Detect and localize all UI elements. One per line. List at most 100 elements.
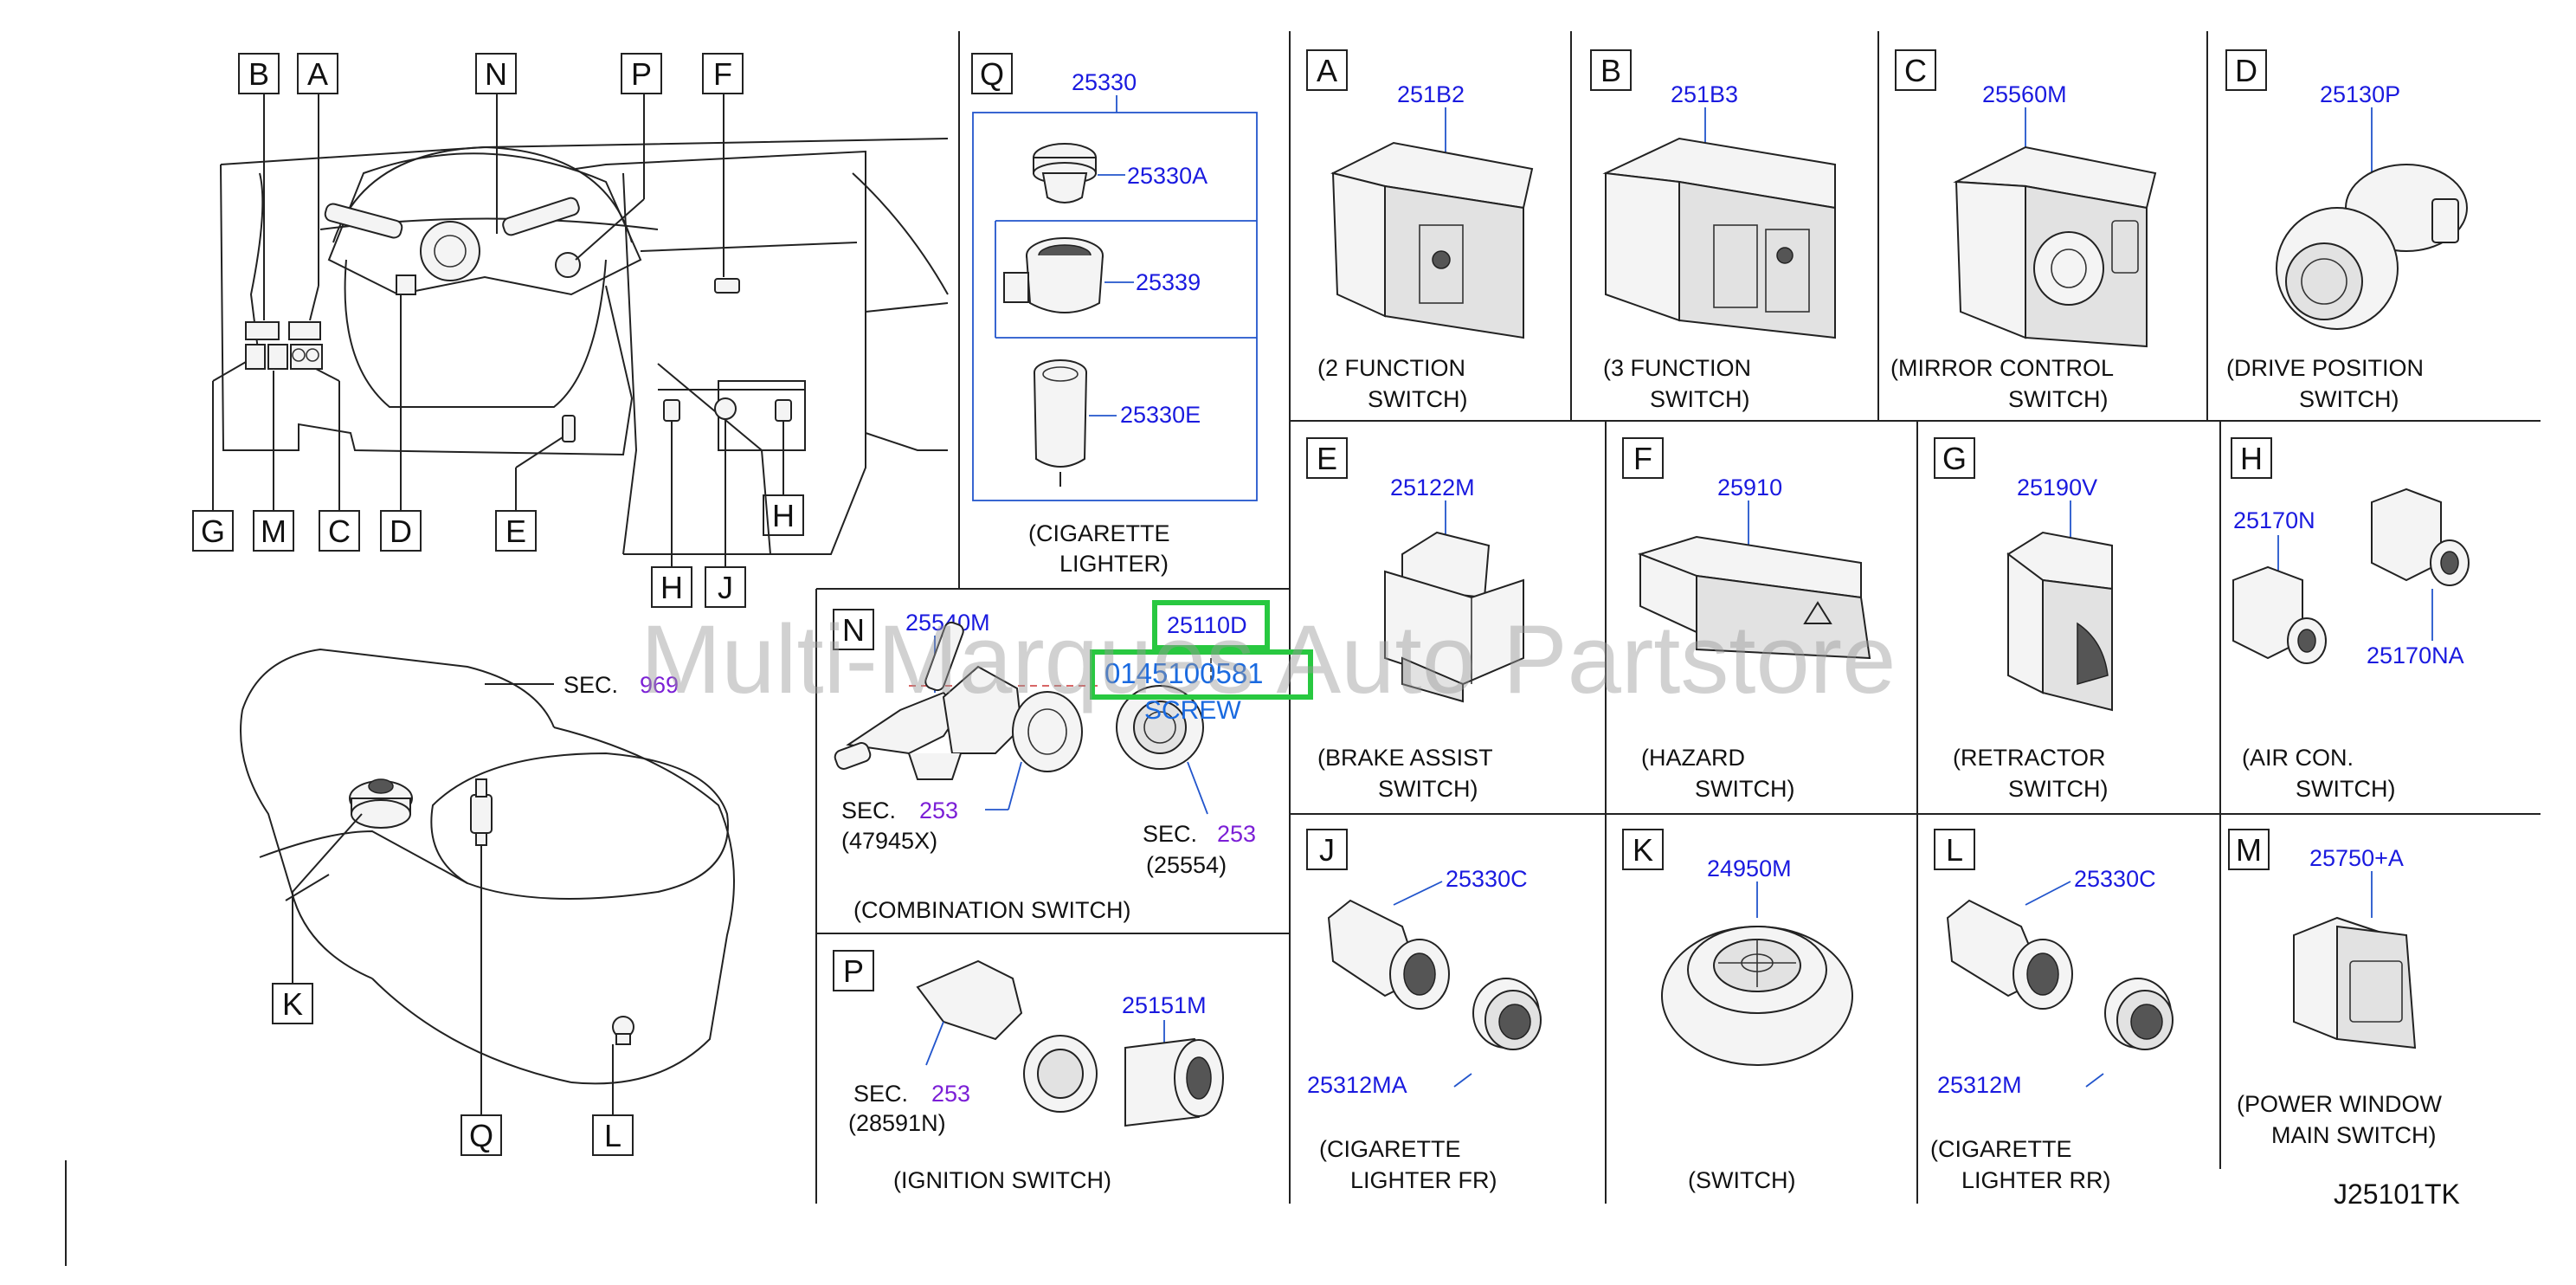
panel-q-part-25330e: 25330E [1120, 402, 1201, 428]
callout-b: B [248, 56, 269, 92]
panel-g-part-25190v: 25190V [2017, 475, 2097, 500]
panel-n-sec-a: SEC. [841, 797, 896, 823]
highlight-box-0145100581 [1090, 649, 1313, 700]
panel-l-letter: L [1946, 832, 1963, 868]
panel-l-part-25330c: 25330C [2074, 866, 2156, 892]
panel-n-sec-b: SEC. [1143, 821, 1197, 847]
panel-n-sec-a-number: 253 [919, 797, 958, 823]
cigarette-socket [1003, 237, 1104, 313]
panel-q-caption-1: (CIGARETTE [1028, 520, 1170, 546]
panel-n-sec-b-ref: (25554) [1146, 852, 1227, 878]
switch-cluster-left [245, 321, 323, 370]
callout-a: A [307, 56, 328, 92]
panel-n-sec-b-number: 253 [1217, 821, 1256, 847]
panel-f-part-25910: 25910 [1717, 475, 1782, 500]
panel-j-cigarette-lighter-fr: J 25330C 25312MA (CIGARETTE LIGHTER FR) [1306, 829, 1542, 1193]
panel-grid-lines [65, 31, 2541, 1266]
panel-n-part-0145100581: 0145100581 [1104, 657, 1264, 689]
panel-n-combination-switch: N 25540M 25110D 0145100581 SCREW SEC. 25… [833, 600, 1313, 923]
panel-l-caption-1: (CIGARETTE [1930, 1136, 2072, 1162]
panel-e-part-25122m: 25122M [1390, 475, 1475, 500]
panel-p-sec-ref: (28591N) [848, 1110, 946, 1136]
callout-h-right: H [772, 498, 795, 533]
watermark-text: Multi-Marques Auto Partstore [641, 605, 1896, 714]
panel-c-letter: C [1904, 53, 1927, 88]
panel-j-part-25312ma: 25312MA [1307, 1072, 1407, 1098]
panel-n-part-25110d: 25110D [1167, 612, 1247, 638]
panel-m-letter: M [2236, 832, 2262, 868]
panel-f-letter: F [1633, 441, 1652, 476]
callout-p: P [631, 56, 652, 92]
callout-l: L [604, 1118, 621, 1153]
callout-h-left: H [660, 570, 683, 605]
panel-d-drive-position-switch: D 25130P (DRIVE POSITION SWITCH) [2225, 49, 2468, 412]
panel-p-sec-number: 253 [931, 1081, 970, 1107]
panel-q-caption-2: LIGHTER) [1059, 551, 1169, 577]
panel-j-part-25330c: 25330C [1446, 866, 1528, 892]
panel-d-part-25130p: 25130P [2320, 81, 2400, 107]
panel-a-part-251b2: 251B2 [1397, 81, 1465, 107]
panel-c-caption-1: (MIRROR CONTROL [1890, 355, 2114, 381]
panel-k-caption: (SWITCH) [1688, 1167, 1795, 1193]
panel-l-cigarette-lighter-rr: L 25330C 25312M (CIGARETTE LIGHTER RR) [1930, 829, 2174, 1193]
panel-a-2-function-switch: A 251B2 (2 FUNCTION SWITCH) [1306, 49, 1534, 412]
callout-g: G [201, 513, 225, 549]
steering-angle-sensor [1116, 685, 1204, 770]
panel-m-power-window-main-switch: M 25750+A (POWER WINDOW MAIN SWITCH) [2228, 829, 2442, 1148]
sec-969-number: 969 [640, 672, 679, 698]
panel-j-caption-1: (CIGARETTE [1319, 1136, 1461, 1162]
panel-c-mirror-control-switch: C 25560M (MIRROR CONTROL SWITCH) [1890, 49, 2157, 412]
panel-g-caption-2: SWITCH) [2008, 776, 2108, 802]
panel-m-caption-1: (POWER WINDOW [2237, 1091, 2442, 1117]
panel-d-caption-2: SWITCH) [2299, 386, 2399, 412]
panel-j-caption-2: LIGHTER FR) [1350, 1167, 1497, 1193]
panel-h-part-25170na: 25170NA [2367, 642, 2464, 668]
panel-h-letter: H [2240, 441, 2263, 476]
panel-k-switch: K 24950M (SWITCH) [1622, 829, 1853, 1193]
sec-969-label: SEC. [564, 672, 618, 698]
panel-p-letter: P [843, 953, 864, 989]
panel-q-part-25330a: 25330A [1127, 163, 1208, 189]
panel-b-part-251b3: 251B3 [1671, 81, 1738, 107]
panel-q-part-25330: 25330 [1072, 69, 1137, 95]
panel-a-caption-2: SWITCH) [1368, 386, 1467, 412]
panel-b-3-function-switch: B 251B3 (3 FUNCTION SWITCH) [1590, 49, 1836, 412]
panel-l-caption-2: LIGHTER RR) [1961, 1167, 2111, 1193]
panel-n-screw-label: SCREW [1144, 696, 1241, 725]
diagram-code: J25101TK [2334, 1178, 2460, 1210]
panel-a-caption-1: (2 FUNCTION [1317, 355, 1465, 381]
panel-b-letter: B [1600, 53, 1621, 88]
panel-n-letter: N [842, 612, 865, 648]
panel-c-caption-2: SWITCH) [2008, 386, 2108, 412]
callout-d: D [390, 513, 412, 549]
callout-q: Q [469, 1118, 493, 1153]
panel-p-ignition-switch: P 25151M SEC. 253 (28591N) (IGNITION SWI… [833, 950, 1224, 1193]
panel-g-retractor-switch: G 25190V (RETRACTOR SWITCH) [1934, 437, 2113, 802]
panel-g-letter: G [1942, 441, 1967, 476]
panel-p-part-25151m: 25151M [1122, 992, 1207, 1018]
panel-f-caption-1: (HAZARD [1641, 745, 1745, 771]
combination-switch-stalks [834, 621, 1023, 780]
panel-q-part-25339: 25339 [1136, 269, 1201, 295]
callout-c: C [328, 513, 351, 549]
panel-h-part-25170n: 25170N [2233, 507, 2315, 533]
panel-k-part-24950m: 24950M [1707, 856, 1792, 881]
panel-b-caption-1: (3 FUNCTION [1603, 355, 1751, 381]
panel-a-letter: A [1317, 53, 1337, 88]
cigarette-knob [1033, 143, 1097, 203]
panel-f-caption-2: SWITCH) [1695, 776, 1794, 802]
panel-h-caption-2: SWITCH) [2296, 776, 2395, 802]
panel-q-letter: Q [980, 56, 1004, 92]
overview-callouts: B A N P F G M C D E H J H [192, 53, 804, 608]
panel-b-caption-2: SWITCH) [1650, 386, 1749, 412]
panel-j-letter: J [1319, 832, 1335, 868]
panel-e-caption-2: SWITCH) [1378, 776, 1478, 802]
panel-p-sec: SEC. [853, 1081, 908, 1107]
callout-m: M [261, 513, 287, 549]
cigarette-element [1034, 359, 1087, 487]
panel-k-letter: K [1633, 832, 1653, 868]
panel-c-part-25560m: 25560M [1982, 81, 2067, 107]
callout-e: E [506, 513, 526, 549]
console-overview: SEC. 969 K Q L [240, 648, 735, 1156]
